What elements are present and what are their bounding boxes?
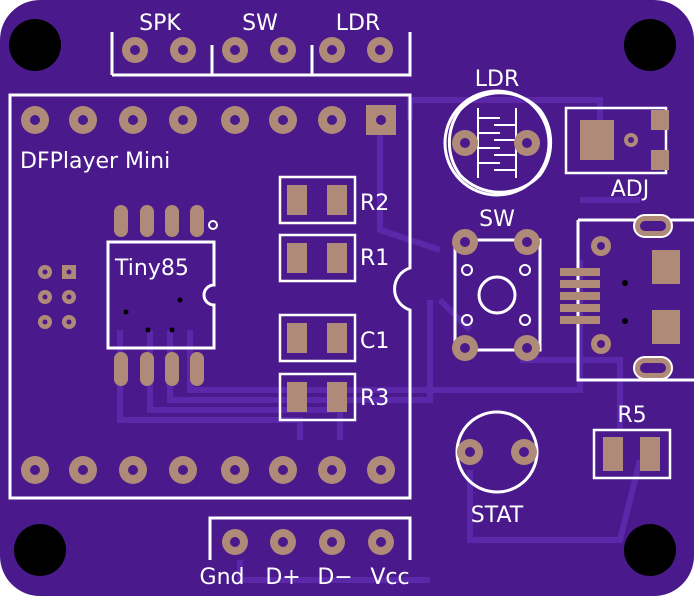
label-r1: R1: [360, 246, 389, 271]
dfplayer-outline: [8, 93, 412, 500]
label-vcc: Vcc: [370, 565, 409, 590]
label-dminus: D−: [317, 565, 352, 590]
label-r3: R3: [360, 386, 389, 411]
label-sw: SW: [479, 207, 515, 232]
r5-resistor: [592, 428, 672, 480]
label-adj: ADJ: [611, 177, 649, 202]
label-gnd: Gnd: [200, 565, 245, 590]
label-spk: SPK: [139, 11, 181, 36]
label-r2: R2: [360, 191, 389, 216]
label-sw-top: SW: [242, 11, 278, 36]
label-ldr-top: LDR: [336, 11, 380, 36]
stat-led: [455, 410, 539, 494]
tiny85-chip: [106, 205, 218, 386]
mounting-holes: [9, 19, 676, 576]
dfplayer-top-pins: [21, 105, 396, 135]
isp-header: [38, 265, 76, 329]
ldr-sensor: [443, 89, 553, 197]
sw-button: [452, 229, 542, 361]
dfplayer-bottom-pins: [21, 456, 395, 484]
adj-trimmer: [564, 106, 669, 175]
label-ldr: LDR: [475, 67, 519, 92]
label-dfplayer: DFPlayer Mini: [20, 149, 170, 174]
usb-connector: [560, 214, 694, 382]
bottom-header-outline: [208, 516, 412, 560]
label-c1: C1: [360, 329, 389, 354]
label-dplus: D+: [265, 565, 300, 590]
label-stat: STAT: [471, 503, 524, 528]
label-tiny85: Tiny85: [114, 256, 189, 281]
bottom-header-pins: [222, 529, 394, 555]
smd-parts: [278, 175, 357, 422]
label-r5: R5: [617, 403, 646, 428]
top-header-pins: [122, 37, 393, 63]
